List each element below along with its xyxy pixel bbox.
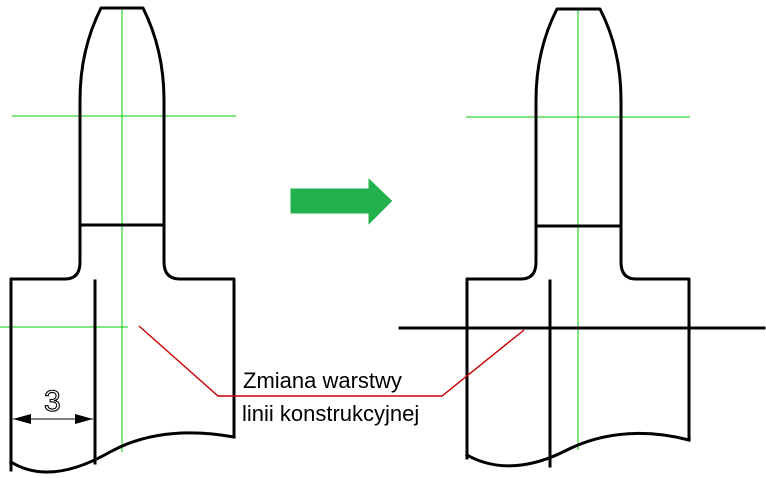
left-break-line	[8, 431, 236, 474]
right-part	[398, 7, 766, 468]
left-outline	[9, 6, 236, 472]
annotation: Zmiana warstwy linii konstrukcyjnej	[138, 325, 525, 426]
right-outline	[465, 7, 691, 460]
right-arrow-icon	[289, 175, 394, 228]
dimension-3: 3	[13, 384, 93, 424]
annotation-line-1: Zmiana warstwy	[243, 368, 402, 393]
right-break-line	[464, 431, 691, 468]
dimension-arrowhead-right	[75, 414, 93, 424]
dimension-arrowhead-left	[13, 414, 31, 424]
leader-line	[138, 325, 525, 397]
annotation-line-2: linii konstrukcyjnej	[242, 401, 419, 426]
arrow-shape	[289, 175, 394, 228]
dimension-value: 3	[44, 385, 61, 418]
left-part: 3	[0, 6, 236, 474]
